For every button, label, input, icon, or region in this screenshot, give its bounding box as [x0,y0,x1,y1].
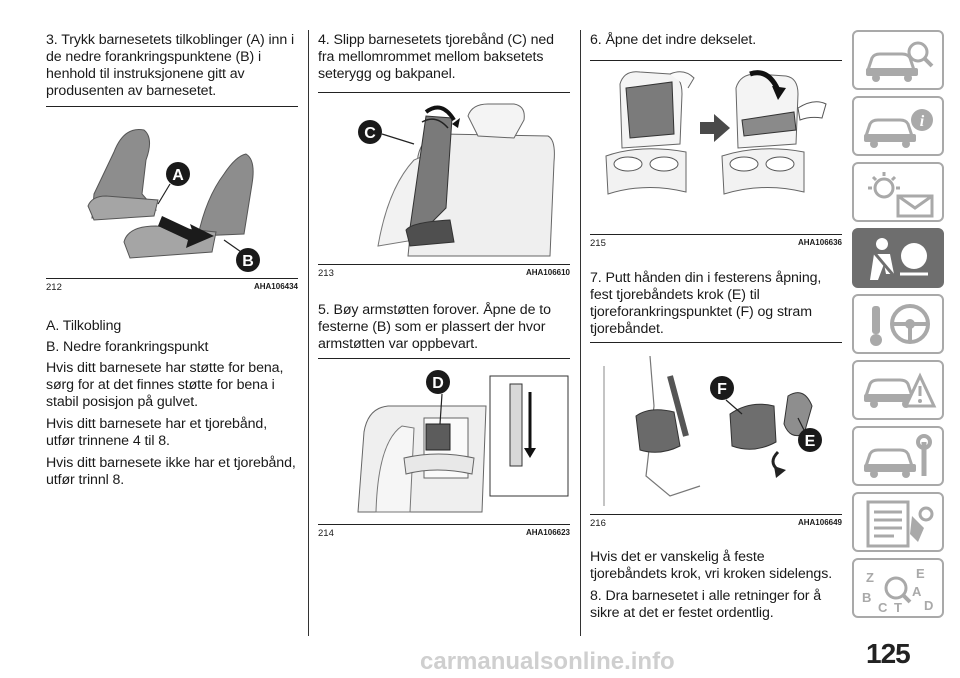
car-magnifier-icon [865,41,934,82]
callout-c [358,120,382,144]
car-info-icon: i [863,109,933,148]
callout-b [236,248,260,272]
figure-214: D 214 AHA106623 [318,358,570,542]
tab-car-info[interactable]: i [852,96,944,156]
callout-d [426,370,450,394]
svg-text:F: F [717,381,727,398]
steering-key-icon [870,304,930,346]
tab-emergency[interactable] [852,360,944,420]
svg-text:E: E [916,566,925,581]
svg-text:C: C [364,125,376,142]
figure-number: 215 [590,238,606,249]
figure-212: A B 212 AHA106434 [46,106,298,296]
svg-text:C: C [878,600,888,614]
step-4-text: 4. Slipp barnesetets tjorebånd (C) ned f… [318,32,554,82]
callout-a [166,162,190,186]
note-twist-hook: Hvis det er vanskelig å feste tjorebånde… [590,549,833,582]
child-seat-anchor-illustration: A B [87,128,260,272]
callout-e [798,428,822,452]
airbag-seatbelt-icon [870,238,928,280]
figure-code: AHA106434 [253,282,298,291]
figure-number: 213 [318,268,334,279]
svg-text:B: B [242,253,254,270]
page-number: 125 [866,638,911,669]
figure-number: 216 [590,518,606,529]
tab-safety[interactable] [852,228,944,288]
column-divider [580,30,581,636]
tether-strap-illustration: C [358,103,555,257]
tab-starting-driving[interactable] [852,294,944,354]
tab-technical-data[interactable] [852,492,944,552]
tab-maintenance[interactable] [852,426,944,486]
callout-f [710,376,734,400]
note-tether: Hvis ditt barnesete har et tjorebånd, ut… [46,416,268,449]
figure-213: C 213 AHA106610 [318,92,570,282]
car-warning-triangle-icon [863,372,937,408]
index-letters-icon: Z E B A C T D [862,566,933,614]
note-no-tether: Hvis ditt barnesete ikke har et tjorebån… [46,455,296,488]
figure-216: F E 216 AHA106649 [590,342,842,532]
note-leg-support: Hvis ditt barnesete har støtte for bena,… [46,360,284,410]
column-divider [308,30,309,636]
step-8-text: 8. Dra barnesetet i alle retninger for å… [590,588,822,621]
step-7-text: 7. Putt hånden din i festerens åpning, f… [590,270,822,337]
step-3-text: 3. Trykk barnesetets tilkoblinger (A) in… [46,32,295,99]
inner-cover-illustration [605,70,827,195]
svg-text:E: E [805,433,816,450]
figure-215: 215 AHA106636 [590,60,842,250]
step-6-text: 6. Åpne det indre dekselet. [590,32,757,48]
spec-sheet-icon [866,500,934,548]
armrest-anchor-illustration: D [357,370,569,513]
tab-index[interactable]: Z E B A C T D [852,558,944,618]
tab-car-search[interactable] [852,30,944,90]
legend-b: B. Nedre forankringspunkt [46,339,209,355]
svg-text:A: A [172,167,184,184]
car-wrench-icon [863,434,932,478]
svg-text:D: D [924,598,933,613]
figure-code: AHA106649 [797,518,842,527]
svg-text:Z: Z [866,570,874,585]
svg-text:T: T [894,600,902,614]
figure-number: 212 [46,282,62,293]
figure-code: AHA106610 [525,268,570,277]
svg-text:B: B [862,590,871,605]
figure-code: AHA106623 [525,528,570,537]
watermark: carmanualsonline.info [420,648,675,675]
svg-text:D: D [432,375,444,392]
step-5-text: 5. Bøy armstøtten forover. Åpne de to fe… [318,302,551,352]
figure-number: 214 [318,528,334,539]
tab-warning-lights[interactable] [852,162,944,222]
legend-a: A. Tilkobling [46,318,122,334]
tether-hook-illustration: F E [603,355,822,506]
svg-text:A: A [912,584,922,599]
figure-code: AHA106636 [797,238,842,247]
svg-text:i: i [920,113,925,130]
warning-lights-icon [868,172,934,218]
